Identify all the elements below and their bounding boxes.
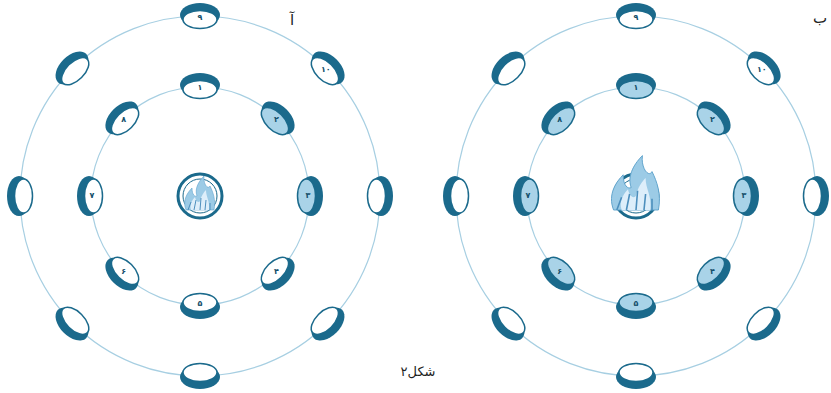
burner-panel (7, 16, 393, 389)
cup-number: ۵ (198, 300, 203, 308)
cup-symbol (616, 364, 656, 390)
cup-node: ۱ (177, 65, 223, 111)
cup-node: ۳ (285, 173, 331, 219)
cup-symbol (485, 45, 531, 91)
cup-number: ۷ (90, 192, 95, 200)
cup-number: ۴ (710, 268, 715, 276)
cup-number: ۸ (557, 116, 562, 124)
cup-node: ۸ (537, 97, 583, 143)
cup-number: ۶ (557, 268, 562, 276)
cup-number: ۱۰ (321, 66, 331, 74)
cup-node: ۹ (177, 0, 223, 41)
cup-node: ۵ (177, 281, 223, 327)
cup-node: ۳ (721, 173, 767, 219)
cup-symbol (180, 364, 220, 390)
cup-number: ۳ (742, 192, 747, 200)
cup-node: ۴ (689, 249, 735, 295)
cup-symbol (304, 300, 350, 346)
cup-symbol (49, 45, 95, 91)
cup-symbol (443, 176, 469, 216)
cup-symbol (368, 176, 394, 216)
burner-panel (443, 16, 829, 389)
cup-node: ۸ (101, 97, 147, 143)
cup-node: ۷ (505, 173, 551, 219)
cup-node: ۷ (69, 173, 115, 219)
cup-node: ۲ (253, 97, 299, 143)
cup-number: ۱ (198, 84, 203, 92)
cup-node: ۱۰ (303, 47, 349, 93)
cup-node: ۵ (613, 281, 659, 327)
cup-node: ۴ (253, 249, 299, 295)
cup-number: ۲ (710, 116, 715, 124)
cup-number: ۲ (274, 116, 279, 124)
cup-number: ۷ (526, 192, 531, 200)
cup-node: ۱۰ (739, 47, 785, 93)
cup-node: ۱ (613, 65, 659, 111)
cup-node: ۹ (613, 0, 659, 41)
cup-symbol (804, 176, 830, 216)
panel-letter: آ (290, 12, 294, 29)
cup-number: ۶ (121, 268, 126, 276)
cup-number: ۴ (274, 268, 279, 276)
cup-symbol (7, 176, 33, 216)
cup-node: ۲ (689, 97, 735, 143)
cup-symbol (740, 300, 786, 346)
panel-letter: ب (813, 10, 827, 27)
cup-number: ۸ (121, 116, 126, 124)
cup-number: ۱۰ (757, 66, 767, 74)
cup-number: ۳ (306, 192, 311, 200)
cup-number: ۹ (198, 14, 203, 22)
cup-node: ۶ (537, 249, 583, 295)
cup-symbol (485, 300, 531, 346)
cup-number: ۵ (634, 300, 639, 308)
cup-symbol (49, 300, 95, 346)
figure-caption: شکل۲ (401, 365, 436, 379)
cup-node: ۶ (101, 249, 147, 295)
cup-number: ۱ (634, 84, 639, 92)
cup-number: ۹ (634, 14, 639, 22)
